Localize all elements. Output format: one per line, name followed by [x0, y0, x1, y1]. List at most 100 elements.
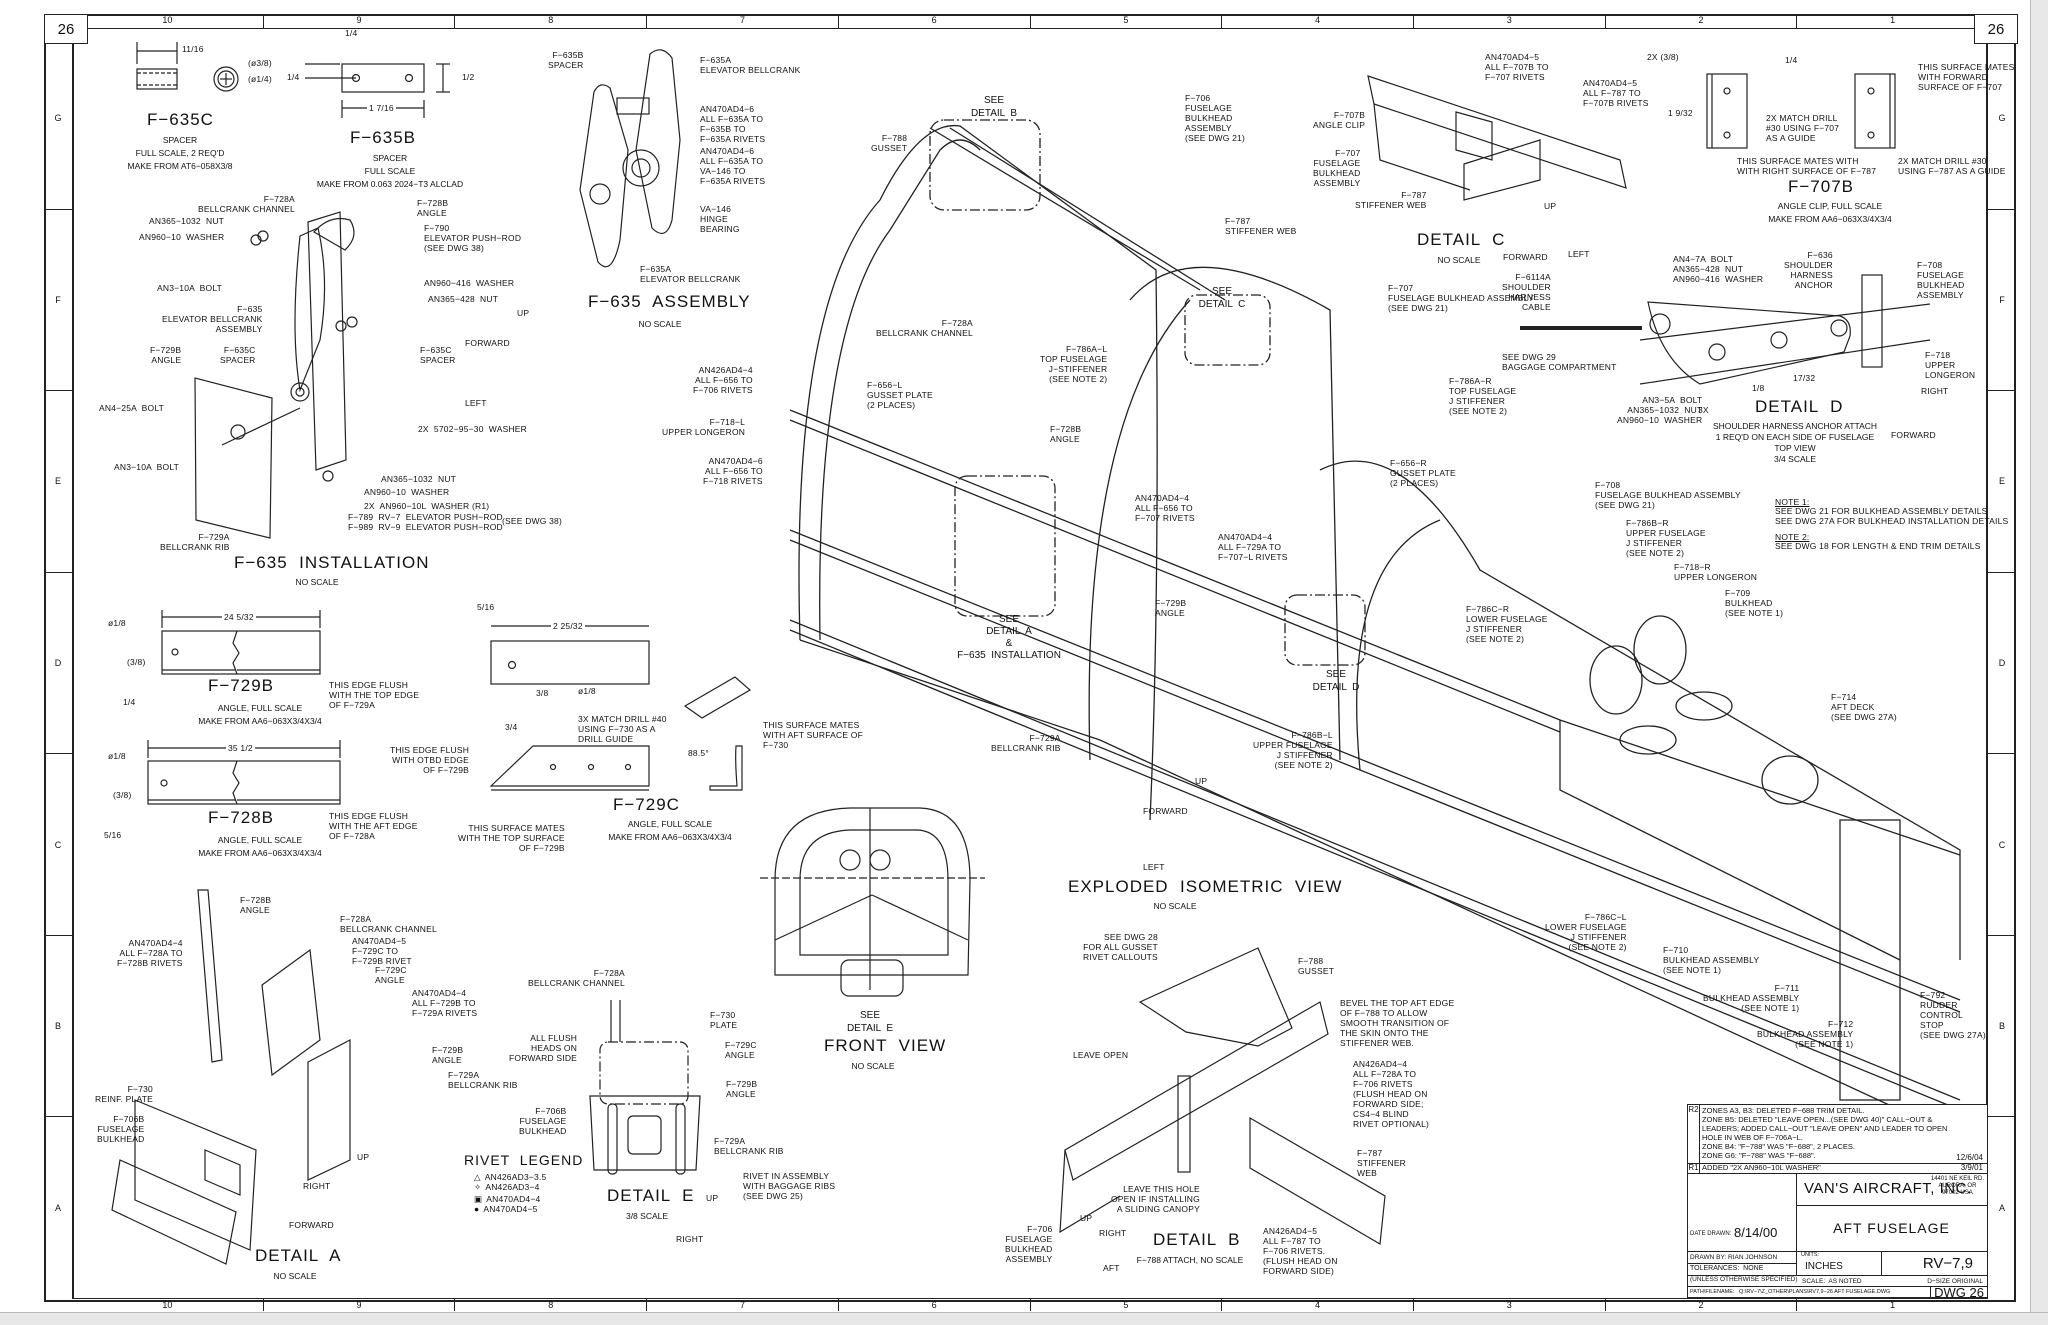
divider: [1688, 1263, 1796, 1264]
callout: F−787 STIFFENER WEB: [1357, 1148, 1407, 1178]
legend-item: △AN426AD3−3.5: [474, 1172, 546, 1182]
callout: F−636 SHOULDER HARNESS ANCHOR: [1784, 250, 1833, 290]
f635-assembly-subtitle: NO SCALE: [638, 319, 682, 329]
f635-installation-subtitle: NO SCALE: [295, 577, 339, 587]
f729c-subtitle: ANGLE, FULL SCALE MAKE FROM AA6−063X3/4X…: [608, 819, 732, 842]
callout-f714: F−714 AFT DECK (SEE DWG 27A): [1831, 692, 1897, 722]
detail-b-title: DETAIL B: [1153, 1230, 1241, 1249]
detail-d-subtitle: SHOULDER HARNESS ANCHOR ATTACH 1 REQ'D O…: [1712, 421, 1878, 464]
detail-b-subtitle: F−788 ATTACH, NO SCALE: [1136, 1255, 1244, 1265]
callout: AN470AD4−5 F−729C TO F−729B RIVET: [352, 936, 412, 966]
detail-c-subtitle: NO SCALE: [1437, 255, 1481, 265]
zone-label: 1: [1890, 1300, 1896, 1310]
company-name: VAN'S AIRCRAFT, INC.: [1804, 1180, 1972, 1197]
axis-label-forward: FORWARD: [1891, 430, 1936, 440]
f729b-length-dim: 24 5/32: [222, 612, 256, 622]
viewer-scrollbar-vertical[interactable]: [2030, 0, 2048, 1324]
date-drawn: 8/14/00: [1734, 1225, 1778, 1240]
callout-f710: F−710 BULKHEAD ASSEMBLY (SEE NOTE 1): [1663, 945, 1760, 975]
divider: [1688, 1286, 1987, 1287]
callout: AN3−10A BOLT: [114, 462, 180, 472]
f635-installation-title: F−635 INSTALLATION: [234, 553, 430, 572]
zone-label: 8: [455, 1299, 648, 1311]
callout: AN960−10 WASHER: [139, 232, 225, 242]
legend-label: AN470AD4−5: [483, 1204, 538, 1214]
callout: SEE DWG 29 BAGGAGE COMPARTMENT: [1502, 352, 1617, 372]
isometric-title: EXPLODED ISOMETRIC VIEW: [1068, 877, 1343, 896]
f728b-height-dim: (3/8): [113, 790, 132, 800]
revision-date: 3/9/01: [1960, 1163, 1983, 1172]
front-view-subtitle: NO SCALE: [851, 1061, 895, 1071]
f729b-subtitle: ANGLE, FULL SCALE MAKE FROM AA6−063X3/4X…: [198, 703, 322, 726]
callout: F−635 ELEVATOR BELLCRANK ASSEMBLY: [162, 304, 263, 334]
callout: AN426AD4−4 ALL F−728A TO F−706 RIVETS (F…: [1353, 1059, 1430, 1129]
drawing-title: AFT FUSELAGE: [1833, 1220, 1950, 1236]
callout: AN470AD4−6 ALL F−635A TO F−635B TO F−635…: [700, 104, 766, 144]
callout: AN365−1032 NUT: [149, 216, 225, 226]
see-detail-d: SEE DETAIL D: [1312, 669, 1360, 693]
f635b-height-dim: 1/2: [462, 72, 475, 82]
f729b-note: THIS EDGE FLUSH WITH THE TOP EDGE OF F−7…: [329, 680, 420, 710]
f729c-note: THIS SURFACE MATES WITH THE TOP SURFACE …: [458, 823, 565, 853]
axis-label-left: LEFT: [465, 398, 487, 408]
path-filename: PATH\FILENAME: Q:\RV−7\Z_OTHER\PLANS\RV7…: [1690, 1289, 1891, 1295]
callout: AN470AD4−5 ALL F−707B TO F−707 RIVETS: [1485, 52, 1549, 82]
revision-text: ADDED "2X AN960−10L WASHER": [1702, 1163, 1821, 1172]
f635b-subtitle: SPACER FULL SCALE MAKE FROM 0.063 2024−T…: [316, 153, 464, 189]
callout: LEAVE THIS HOLE OPEN IF INSTALLING A SLI…: [1111, 1184, 1200, 1214]
f707b-subtitle: ANGLE CLIP, FULL SCALE MAKE FROM AA6−063…: [1768, 201, 1892, 224]
company-block: VAN'S AIRCRAFT, INC. 14401 NE KEIL RD. A…: [1796, 1173, 1987, 1206]
f635-installation-drawing: [194, 211, 358, 539]
callout-f786bl: F−786B−L UPPER FUSELAGE J STIFFENER (SEE…: [1253, 730, 1333, 770]
zone-ruler-bottom: 10 9 8 7 6 5 4 3 2 1: [72, 1298, 1988, 1311]
callout-f786cl: F−786C−L LOWER FUSELAGE J STIFFENER (SEE…: [1545, 912, 1627, 952]
callout: F−729A BELLCRANK RIB: [448, 1070, 518, 1090]
zone-label: C: [44, 754, 72, 936]
zone-label: 6: [839, 14, 1031, 28]
axis-label-right: RIGHT: [303, 1181, 331, 1191]
triangle-rivet-icon: △: [474, 1172, 481, 1182]
zone-label: G: [1988, 28, 2016, 210]
isometric-subtitle: NO SCALE: [1153, 901, 1197, 911]
callout: AN960−416 WASHER: [424, 278, 515, 288]
legend-label: AN426AD3−4: [485, 1182, 540, 1192]
zone-label: D: [44, 573, 72, 755]
f729b-offset-dim: 1/4: [123, 697, 136, 707]
note-1-text: SEE DWG 21 FOR BULKHEAD ASSEMBLY DETAILS…: [1775, 506, 2009, 526]
zone-label: B: [1988, 936, 2016, 1118]
zone-ruler-left: G F E D C B A: [44, 28, 72, 1298]
zone-label: 3: [1414, 1299, 1606, 1311]
zone-label: E: [44, 391, 72, 573]
callout: F−789 RV−7 ELEVATOR PUSH−ROD F−989 RV−9 …: [348, 512, 503, 532]
zone-label: 5: [1031, 14, 1223, 28]
f729c-length-dim: 2 25/32: [551, 621, 585, 631]
detail-c-title: DETAIL C: [1417, 230, 1506, 249]
dot-rivet-icon: ●: [474, 1204, 480, 1214]
f707b-title: F−707B: [1788, 177, 1855, 196]
zone-label: E: [1988, 391, 2016, 573]
callout: F−728A BELLCRANK CHANNEL: [198, 194, 295, 214]
axis-label-up: UP: [357, 1152, 370, 1162]
callout: F−729C ANGLE: [375, 965, 407, 985]
viewer-scrollbar-horizontal[interactable]: [0, 1312, 2048, 1325]
callout: F−728A BELLCRANK CHANNEL: [340, 914, 437, 934]
callout-an470-f729a-f707: AN470AD4−4 ALL F−729A TO F−707−L RIVETS: [1218, 532, 1288, 562]
callout-f718l: F−718−L UPPER LONGERON: [662, 417, 746, 437]
callout: F−706 FUSELAGE BULKHEAD ASSEMBLY: [1005, 1224, 1053, 1264]
callout-f728a: F−728A BELLCRANK CHANNEL: [876, 318, 973, 338]
divider: [1688, 1251, 1987, 1252]
see-detail-c: SEE DETAIL C: [1198, 286, 1246, 310]
callout: F−6114A SHOULDER HARNESS CABLE: [1502, 272, 1551, 312]
axis-label-up: UP: [1080, 1213, 1093, 1223]
revision-text: ZONES A3, B3: DELETED F−688 TRIM DETAIL.…: [1702, 1106, 1948, 1160]
f729b-title: F−729B: [208, 676, 275, 695]
callout-f708: F−708 FUSELAGE BULKHEAD ASSEMBLY (SEE DW…: [1595, 480, 1741, 510]
callout-f709: F−709 BULKHEAD (SEE NOTE 1): [1725, 588, 1784, 618]
callout-an470-f656-f707: AN470AD4−4 ALL F−656 TO F−707 RIVETS: [1135, 493, 1195, 523]
callout: ALL FLUSH HEADS ON FORWARD SIDE: [509, 1033, 578, 1063]
units-value: INCHES: [1805, 1261, 1843, 1272]
f635c-length-dim: 11/16: [182, 44, 204, 54]
callout: F−730 PLATE: [710, 1010, 738, 1030]
f707b-edge-dim: 2X (3/8): [1647, 52, 1679, 62]
